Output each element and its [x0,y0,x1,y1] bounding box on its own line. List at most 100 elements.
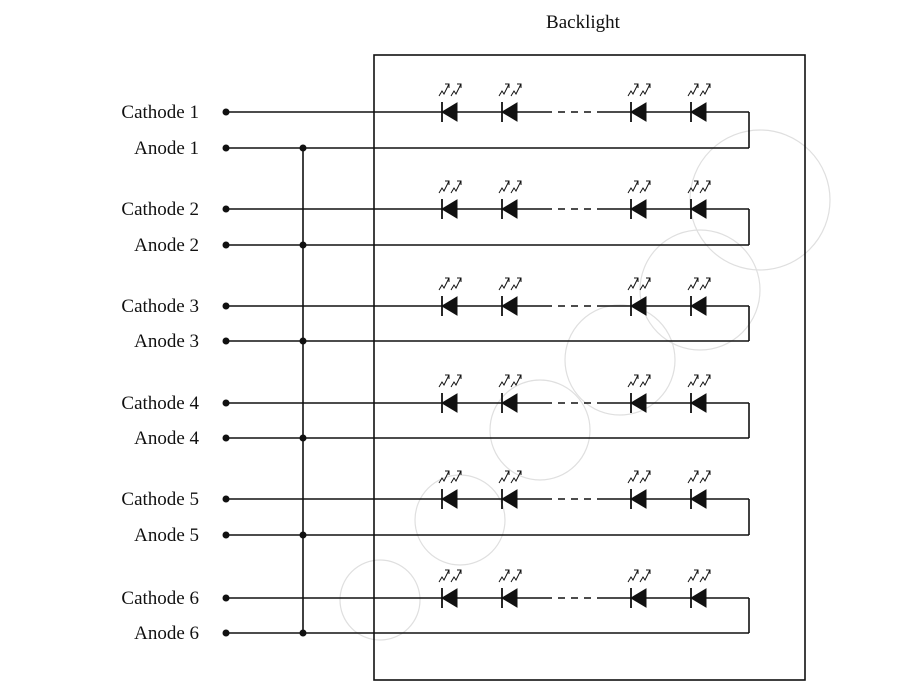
light-arrowhead [634,374,639,379]
light-arrowhead [505,374,510,379]
light-arrow [450,277,462,291]
light-arrowhead [634,180,639,185]
light-arrow [639,277,651,291]
light-arrow [498,83,510,97]
light-arrow [498,470,510,484]
light-arrow [510,277,522,291]
light-arrowhead [457,180,462,185]
light-arrow [639,374,651,388]
cathode-label: Cathode 1 [121,102,199,123]
watermark-ring [564,304,676,416]
light-arrowhead [517,470,522,475]
light-arrowhead [706,569,711,574]
watermark-ring [414,474,506,566]
led-triangle [441,588,458,608]
light-arrow [687,569,699,583]
light-arrow [438,277,450,291]
light-arrow [627,470,639,484]
light-arrowhead [457,83,462,88]
light-arrowhead [505,470,510,475]
cathode-label: Cathode 5 [121,489,199,510]
anode-label: Anode 1 [134,138,199,159]
light-arrowhead [517,374,522,379]
light-arrowhead [634,277,639,282]
light-arrow [639,569,651,583]
light-arrow [450,470,462,484]
led-diode [438,83,462,122]
led-diode [687,470,711,509]
light-arrowhead [694,470,699,475]
led-triangle [630,489,647,509]
watermark-ring [339,559,421,641]
led-diode [438,470,462,509]
light-arrowhead [457,470,462,475]
led-string-5: Cathode 5 Anode 5 [121,470,750,546]
light-arrowhead [694,374,699,379]
light-arrow [699,83,711,97]
light-arrowhead [646,83,651,88]
light-arrowhead [706,180,711,185]
light-arrow [699,374,711,388]
led-string-1: Cathode 1 Anode 1 [121,83,750,159]
led-triangle [630,199,647,219]
led-diode [687,83,711,122]
led-diode [498,180,522,219]
light-arrowhead [646,180,651,185]
led-diode [438,374,462,413]
cathode-label: Cathode 2 [121,199,199,220]
light-arrow [627,277,639,291]
anode-label: Anode 5 [134,525,199,546]
light-arrowhead [445,374,450,379]
light-arrow [450,569,462,583]
backlight-title: Backlight [546,12,621,33]
light-arrowhead [634,83,639,88]
anode-label: Anode 6 [134,623,199,644]
led-diode [687,277,711,316]
light-arrow [450,180,462,194]
light-arrowhead [706,470,711,475]
led-triangle [630,393,647,413]
light-arrow [639,470,651,484]
light-arrowhead [505,277,510,282]
led-diode [438,180,462,219]
light-arrow [498,569,510,583]
light-arrowhead [457,374,462,379]
light-arrow [687,470,699,484]
light-arrow [639,180,651,194]
light-arrowhead [505,83,510,88]
led-triangle [630,588,647,608]
light-arrow [687,374,699,388]
led-diode [627,569,651,608]
anode-label: Anode 2 [134,235,199,256]
light-arrow [699,470,711,484]
led-triangle [501,296,518,316]
led-diode [627,180,651,219]
light-arrowhead [445,277,450,282]
light-arrowhead [646,374,651,379]
led-triangle [441,489,458,509]
led-triangle [441,102,458,122]
light-arrow [438,83,450,97]
watermark [339,129,831,641]
led-diode [498,83,522,122]
light-arrowhead [634,470,639,475]
led-triangle [501,102,518,122]
light-arrowhead [646,470,651,475]
light-arrowhead [445,470,450,475]
led-triangle [441,296,458,316]
led-triangle [501,489,518,509]
led-strings: Cathode 1 Anode 1 Cathode 2 Anode 2 Cathode … [121,83,750,644]
led-diode [498,277,522,316]
light-arrow [687,277,699,291]
led-diode [627,83,651,122]
light-arrow [438,180,450,194]
light-arrowhead [445,83,450,88]
backlight-box [373,54,806,681]
watermark-ring [689,129,831,271]
light-arrowhead [517,83,522,88]
light-arrow [687,83,699,97]
